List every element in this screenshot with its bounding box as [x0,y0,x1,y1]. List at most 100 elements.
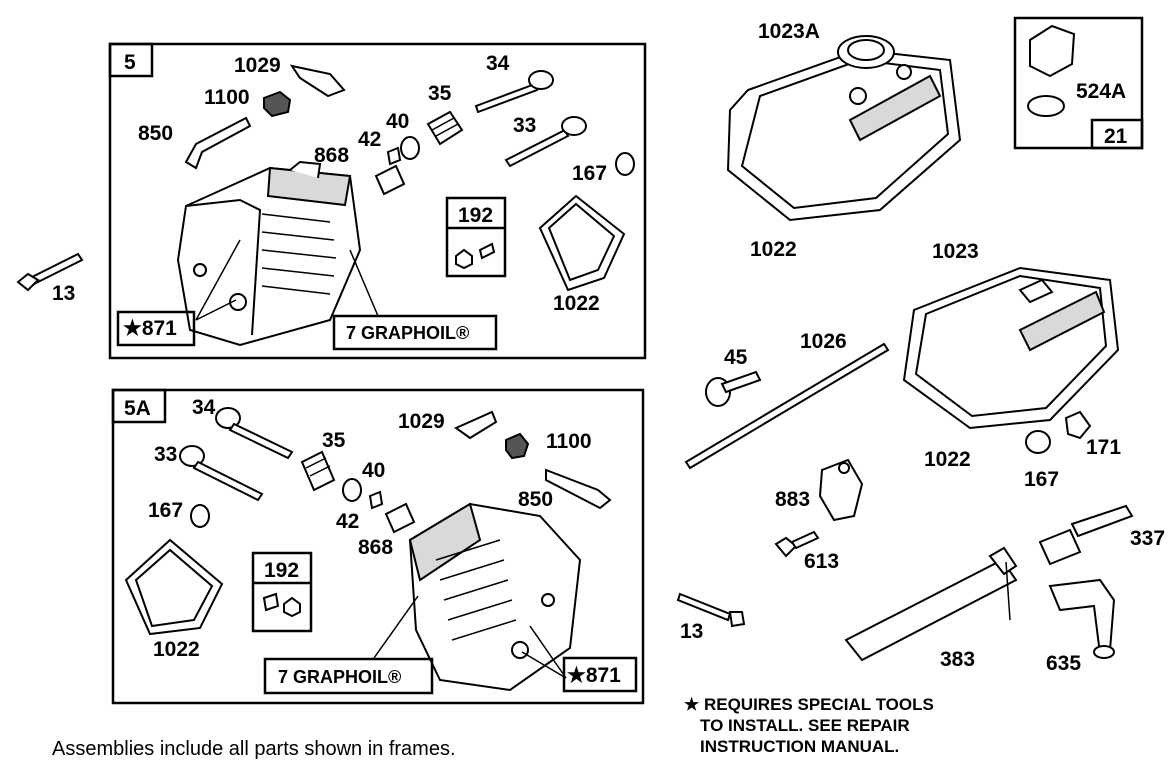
frame-5a-tag: 5A [124,397,151,420]
label-13-right: 13 [680,620,703,643]
part-1029-bottom [453,410,498,440]
label-40-top: 40 [386,110,409,133]
gasket-1022-top-inner [547,202,616,282]
oil-fill-cap [1029,24,1076,78]
bolt-850-top [184,116,252,170]
leader-871-top-a [195,239,241,321]
label-1100-bottom: 1100 [546,430,592,453]
label-42-bottom: 42 [336,510,359,533]
washer-167-right [1025,430,1051,454]
label-1022-top: 1022 [553,292,600,315]
label-337: 337 [1130,527,1165,550]
valve-33-top [504,116,587,168]
spark-boot-635 [1048,578,1116,659]
label-613: 613 [804,550,839,573]
label-635: 635 [1046,652,1081,675]
spark-plug-337 [1038,504,1134,566]
keeper-42-top [386,146,402,166]
star-871-bottom-label: ★871 [567,664,621,687]
valve-34-bottom [215,407,294,460]
bolt-13-right [676,592,746,628]
label-868-top: 868 [314,144,349,167]
label-1026: 1026 [800,330,847,353]
frame-21-tag: 21 [1104,125,1128,148]
oil-cap-seal [1027,95,1065,117]
label-167-bottom: 167 [148,499,183,522]
leader-graphoil-top [349,249,379,317]
push-rod-1026 [684,342,890,470]
star-871-top-label: ★871 [123,317,177,340]
tool-383 [844,546,1018,662]
leader-graphoil-bottom [373,595,419,659]
label-167-top: 167 [572,162,607,185]
label-1022-cover1: 1022 [750,238,797,261]
label-40-bottom: 40 [362,459,385,482]
label-45: 45 [724,346,748,369]
cylinder-head-top [176,160,362,347]
label-1023a: 1023A [758,20,820,43]
part-45 [705,370,762,407]
kit-192-top-label: 192 [458,204,493,227]
label-1100-top: 1100 [204,86,250,109]
assemblies-caption: Assemblies include all parts shown in fr… [52,738,456,760]
label-35-top: 35 [428,82,452,105]
spring-35-top [426,110,464,146]
valve-cover-1023 [902,266,1120,430]
leader-871-top-b [195,299,237,321]
label-850-bottom: 850 [518,488,553,511]
label-35-bottom: 35 [322,429,346,452]
label-1023: 1023 [932,240,979,263]
label-1022-bottom: 1022 [153,638,200,661]
keeper-42-bottom [368,490,384,510]
gasket-883 [818,458,864,522]
label-34-bottom: 34 [192,396,216,419]
retainer-40-top [400,136,420,160]
label-1029-top: 1029 [234,54,281,77]
cylinder-head-bottom [408,502,582,692]
label-13-left: 13 [52,282,75,305]
frame-21-tag-box [1090,118,1144,150]
star-871-top-box: ★871 [116,310,196,347]
label-850-top: 850 [138,122,173,145]
part-1100-bottom [505,432,530,460]
label-33-top: 33 [513,114,536,137]
graphoil-bottom-label: 7 GRAPHOIL® [278,667,401,687]
leader-871-bottom-b [521,651,567,679]
graphoil-top-box: 7 GRAPHOIL® [332,314,498,351]
frame-5a-tag-box [111,388,167,424]
valve-33-bottom [179,445,264,502]
label-167-right: 167 [1024,468,1059,491]
bolt-613 [774,530,820,558]
star-871-bottom-box: ★871 [562,656,638,693]
frame-5-tag-box [108,42,154,78]
note-line-3: INSTRUCTION MANUAL. [700,737,900,756]
label-1029-bottom: 1029 [398,410,445,433]
seal-868-top [374,164,406,196]
part-1100-top [263,90,292,118]
frame-5a: 5A [111,388,645,705]
graphoil-top-label: 7 GRAPHOIL® [346,323,469,343]
washer-167-bottom [190,504,210,528]
note-line-1: ★ REQUIRES SPECIAL TOOLS [684,695,934,714]
leader-871-bottom-a [529,625,567,679]
seal-868-bottom [384,502,416,534]
frame-21: 21 524A [1013,16,1144,150]
spring-35-bottom [300,450,336,492]
label-1022-cover2: 1022 [924,448,971,471]
label-33-bottom: 33 [154,443,177,466]
graphoil-bottom-box: 7 GRAPHOIL® [263,657,434,695]
bolt-13-left [16,252,84,292]
valve-34-top [474,70,554,114]
bolt-850-bottom [545,468,612,510]
valve-cover-1023a [726,35,962,222]
label-383: 383 [940,648,975,671]
label-42-top: 42 [358,128,381,151]
retainer-40-bottom [342,478,362,502]
label-34-top: 34 [486,52,510,75]
note-line-2: TO INSTALL. SEE REPAIR [700,716,910,735]
part-1029-top [289,64,346,98]
kit-192-bottom: 192 [251,551,313,633]
kit-192-bottom-label: 192 [264,559,299,582]
label-524a: 524A [1076,80,1126,103]
